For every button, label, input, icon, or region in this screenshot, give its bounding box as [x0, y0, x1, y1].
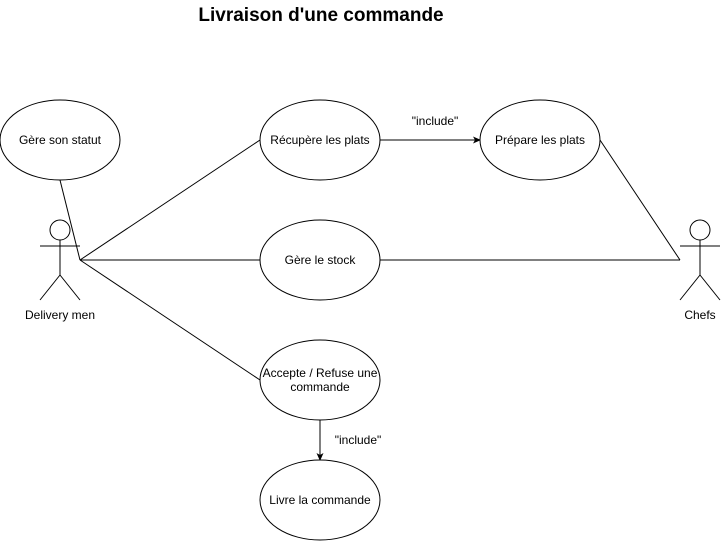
usecase-prepare-plats-label: Prépare les plats: [495, 133, 585, 147]
assoc-delivery-accepte: [79, 259, 261, 381]
usecase-gere-stock: Gère le stock: [259, 219, 381, 301]
usecase-accepte-refuse-label-line2: commande: [290, 380, 350, 394]
usecase-gere-stock-shape: [259, 219, 381, 301]
assoc-prepare-chefs: [599, 139, 681, 261]
usecase-livre-commande: Livre la commande: [259, 459, 381, 541]
usecase-livre-commande-label: Livre la commande: [269, 493, 371, 507]
usecase-gere-statut: Gère son statut: [0, 99, 121, 181]
usecase-recupere-plats-shape: [259, 99, 381, 181]
actor-delivery-men-label: Delivery men: [25, 308, 95, 322]
diagram-title: Livraison d'une commande: [198, 5, 443, 26]
usecase-prepare-plats-shape: [479, 99, 601, 181]
usecase-gere-stock-label: Gère le stock: [285, 253, 357, 267]
actor-chefs-icon: [679, 219, 721, 301]
usecase-gere-statut-label: Gère son statut: [19, 133, 102, 147]
usecase-prepare-plats: Prépare les plats: [479, 99, 601, 181]
usecase-livre-commande-shape: [259, 459, 381, 541]
usecase-gere-statut-shape: [0, 99, 121, 181]
actor-chefs-label: Chefs: [684, 308, 715, 322]
usecase-accepte-refuse-shape: [259, 339, 381, 421]
usecase-recupere-plats-label: Récupère les plats: [270, 133, 369, 147]
actor-chefs: Chefs: [679, 219, 721, 322]
actor-delivery-men-icon: [39, 219, 81, 301]
usecase-accepte-refuse-label-line1: Accepte / Refuse une: [263, 366, 378, 380]
assoc-delivery-statut: [59, 179, 81, 261]
usecase-accepte-refuse: Accepte / Refuse une commande: [259, 339, 381, 421]
assoc-delivery-recupere: [79, 139, 261, 261]
usecase-recupere-plats: Récupère les plats: [259, 99, 381, 181]
actor-delivery-men: Delivery men: [25, 219, 95, 322]
include-label-1: "include": [412, 114, 459, 128]
include-label-2: "include": [335, 433, 382, 447]
